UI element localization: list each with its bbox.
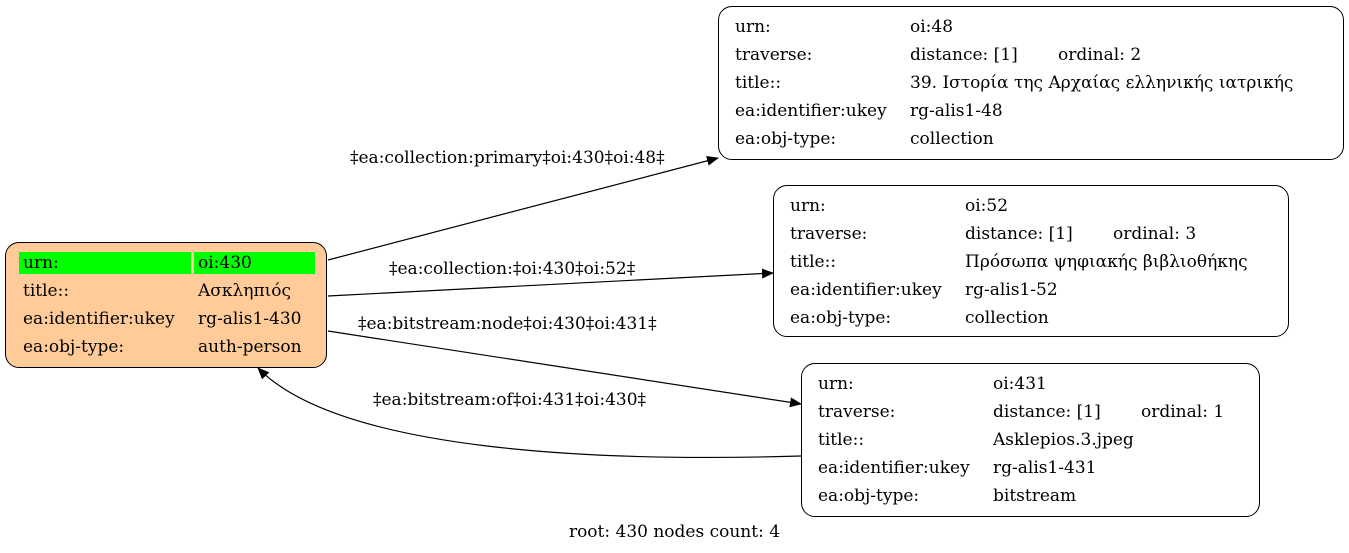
node-431-row-ukey: ea:identifier:ukey rg-alis1-431 [802, 454, 1259, 482]
node-431-title-key: title:: [818, 430, 865, 450]
root-ukey-value: rg-alis1-430 [198, 309, 302, 329]
node-oi-431[interactable]: urn: oi:431 traverse: distance: [1] ordi… [801, 363, 1260, 517]
node-52-row-objtype: ea:obj-type: collection [774, 304, 1288, 332]
node-48-urn-key: urn: [735, 17, 771, 37]
node-52-ukey-value: rg-alis1-52 [965, 280, 1058, 300]
root-ukey-key: ea:identifier:ukey [23, 309, 175, 329]
node-52-traverse-key: traverse: [790, 224, 868, 244]
root-urn-value-highlight [194, 252, 315, 274]
node-52-row-traverse: traverse: distance: [1] ordinal: 3 [774, 220, 1288, 248]
node-431-row-urn: urn: oi:431 [802, 370, 1259, 398]
node-48-objtype-value: collection [910, 129, 994, 149]
root-row-urn: urn: oi:430 [6, 249, 326, 277]
node-oi-52[interactable]: urn: oi:52 traverse: distance: [1] ordin… [773, 185, 1289, 337]
node-48-ordinal: ordinal: 2 [1058, 45, 1142, 65]
node-52-objtype-value: collection [965, 308, 1049, 328]
edge-bitstream-node [327, 330, 802, 408]
edge-label-collection: ‡ea:collection:‡oi:430‡oi:52‡ [389, 259, 636, 279]
root-node[interactable]: urn: oi:430 title:: Ασκληπιός ea:identif… [5, 242, 327, 368]
node-52-urn-value: oi:52 [965, 196, 1009, 216]
node-431-traverse-key: traverse: [818, 402, 896, 422]
node-52-ukey-key: ea:identifier:ukey [790, 280, 942, 300]
root-title-key: title:: [23, 281, 70, 301]
root-row-ukey: ea:identifier:ukey rg-alis1-430 [6, 305, 326, 333]
node-431-ordinal: ordinal: 1 [1141, 402, 1225, 422]
node-52-row-ukey: ea:identifier:ukey rg-alis1-52 [774, 276, 1288, 304]
node-52-distance: distance: [1] [965, 224, 1073, 244]
node-oi-48[interactable]: urn: oi:48 traverse: distance: [1] ordin… [718, 6, 1344, 160]
node-52-urn-key: urn: [790, 196, 826, 216]
root-row-objtype: ea:obj-type: auth-person [6, 333, 326, 361]
root-urn-value: oi:430 [198, 253, 252, 273]
node-48-ukey-key: ea:identifier:ukey [735, 101, 887, 121]
node-431-urn-key: urn: [818, 374, 854, 394]
node-48-title-key: title:: [735, 73, 782, 93]
edge-label-bitstream-of: ‡ea:bitstream:of‡oi:431‡oi:430‡ [373, 390, 647, 410]
root-objtype-key: ea:obj-type: [23, 337, 125, 357]
edge-label-bitstream-node: ‡ea:bitstream:node‡oi:430‡oi:431‡ [358, 314, 657, 334]
root-title-value: Ασκληπιός [198, 281, 292, 301]
root-row-title: title:: Ασκληπιός [6, 277, 326, 305]
edge-bitstream-of [257, 367, 802, 459]
graph-footer: root: 430 nodes count: 4 [568, 522, 781, 542]
node-52-ordinal: ordinal: 3 [1113, 224, 1197, 244]
node-431-row-objtype: ea:obj-type: bitstream [802, 482, 1259, 510]
node-48-row-title: title:: 39. Ιστορία της Αρχαίας ελληνική… [719, 69, 1343, 97]
node-431-distance: distance: [1] [993, 402, 1101, 422]
node-52-objtype-key: ea:obj-type: [790, 308, 892, 328]
node-48-ukey-value: rg-alis1-48 [910, 101, 1003, 121]
edge-collection-primary [327, 155, 719, 261]
node-48-row-urn: urn: oi:48 [719, 13, 1343, 41]
node-52-title-value: Πρόσωπα ψηφιακής βιβλιοθήκης [965, 252, 1248, 272]
node-431-objtype-value: bitstream [993, 486, 1077, 506]
node-48-distance: distance: [1] [910, 45, 1018, 65]
node-52-row-urn: urn: oi:52 [774, 192, 1288, 220]
node-48-objtype-key: ea:obj-type: [735, 129, 837, 149]
node-48-traverse-key: traverse: [735, 45, 813, 65]
node-48-row-ukey: ea:identifier:ukey rg-alis1-48 [719, 97, 1343, 125]
node-431-objtype-key: ea:obj-type: [818, 486, 920, 506]
node-431-urn-value: oi:431 [993, 374, 1047, 394]
node-52-title-key: title:: [790, 252, 837, 272]
node-52-row-title: title:: Πρόσωπα ψηφιακής βιβλιοθήκης [774, 248, 1288, 276]
root-urn-key-highlight [19, 252, 191, 274]
edge-label-collection-primary: ‡ea:collection:primary‡oi:430‡oi:48‡ [350, 148, 665, 168]
node-48-row-objtype: ea:obj-type: collection [719, 125, 1343, 153]
node-431-ukey-key: ea:identifier:ukey [818, 458, 970, 478]
node-431-row-title: title:: Asklepios.3.jpeg [802, 426, 1259, 454]
node-48-urn-value: oi:48 [910, 17, 954, 37]
node-431-row-traverse: traverse: distance: [1] ordinal: 1 [802, 398, 1259, 426]
node-48-row-traverse: traverse: distance: [1] ordinal: 2 [719, 41, 1343, 69]
node-48-title-value: 39. Ιστορία της Αρχαίας ελληνικής ιατρικ… [910, 73, 1294, 93]
root-urn-key: urn: [23, 253, 59, 273]
node-431-ukey-value: rg-alis1-431 [993, 458, 1097, 478]
root-objtype-value: auth-person [198, 337, 302, 357]
edge-collection [327, 268, 774, 297]
node-431-title-value: Asklepios.3.jpeg [993, 430, 1134, 450]
